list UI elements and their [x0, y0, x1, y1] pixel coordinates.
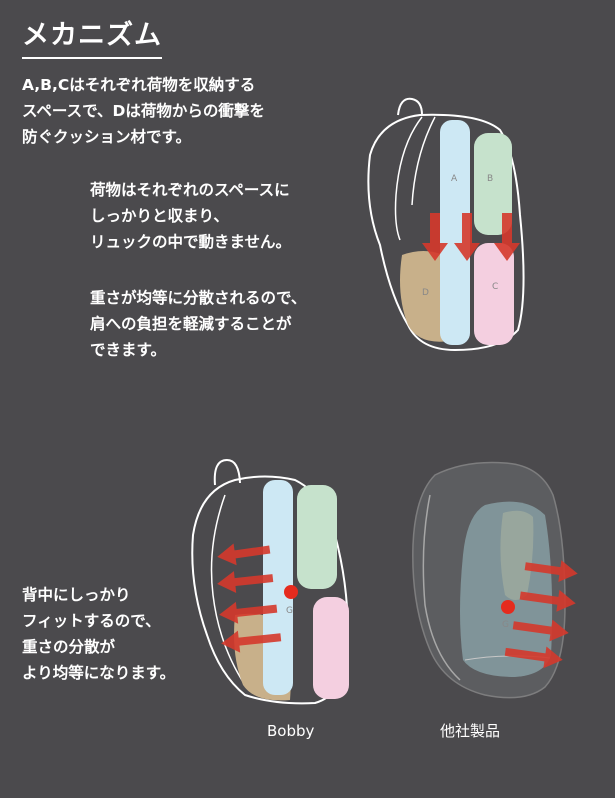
other-backpack-diagram: G [412, 461, 578, 699]
inner-fold [500, 510, 534, 600]
handle-outline [213, 458, 241, 486]
label-a: A [451, 174, 458, 184]
rightward-arrows [504, 560, 578, 669]
handle-outline [397, 97, 423, 116]
compartment-a [440, 120, 470, 345]
intro-line: 防ぐクッション材です。 [22, 128, 191, 146]
label-b: B [487, 174, 493, 184]
backpack-compartments-diagram: A B C D [367, 97, 525, 352]
paragraph-line: 重さの分散が [22, 638, 116, 656]
right-arrow [519, 589, 576, 612]
center-of-gravity-dot [284, 585, 298, 599]
compartment-c [313, 597, 349, 699]
fit-paragraph: 背中にしっかり フィットするので、 重さの分散が より均等になります。 [22, 582, 222, 686]
downward-arrows [422, 213, 520, 261]
intro-text: A,B,Cはそれぞれ荷物を収納する スペースで、Dは荷物からの衝撃を 防ぐクッシ… [22, 72, 322, 150]
weight-paragraph: 重さが均等に分散されるので、 肩への負担を軽減することが できます。 [90, 285, 390, 363]
center-of-gravity-dot [501, 600, 515, 614]
compartment-paragraph: 荷物はそれぞれのスペースに しっかりと収まり、 リュックの中で動きません。 [90, 177, 390, 255]
label-d: D [422, 288, 429, 298]
right-arrow [524, 560, 578, 582]
label-g: G [502, 620, 509, 630]
label-c: C [492, 282, 498, 292]
bobby-backpack-diagram: G [191, 458, 349, 705]
intro-line: A,B,Cはそれぞれ荷物を収納する [22, 76, 256, 94]
paragraph-line: フィットするので、 [22, 612, 161, 630]
strap-outline [210, 494, 246, 686]
caption-bobby: Bobby [267, 722, 315, 740]
paragraph-line: 肩への負担を軽減することが [90, 315, 292, 333]
paragraph-line: 荷物はそれぞれのスペースに [90, 181, 290, 199]
down-arrow [494, 213, 520, 261]
paragraph-line: より均等になります。 [22, 664, 176, 682]
strap-outline [422, 494, 461, 681]
paragraph-line: 背中にしっかり [22, 586, 131, 604]
compartment-b [297, 485, 337, 589]
paragraph-line: リュックの中で動きません。 [90, 233, 292, 251]
label-g: G [286, 606, 293, 616]
paragraph-line: できます。 [90, 341, 166, 359]
strap-outline [394, 116, 423, 241]
caption-other-product: 他社製品 [440, 722, 501, 740]
left-arrow [219, 601, 278, 624]
left-arrow [217, 543, 271, 566]
intro-line: スペースで、Dは荷物からの衝撃を [22, 102, 265, 120]
leftward-arrows [217, 543, 282, 653]
paragraph-line: しっかりと収まり、 [90, 207, 229, 225]
compartment-c [474, 243, 514, 345]
down-arrow [422, 213, 448, 261]
heading-underline [22, 57, 162, 59]
section-heading: メカニズム [22, 20, 162, 51]
down-arrow [454, 213, 480, 261]
left-arrow [217, 571, 274, 593]
right-arrow [504, 646, 563, 669]
compartment-b [474, 133, 512, 235]
right-arrow [512, 619, 569, 642]
left-arrow [221, 630, 282, 653]
strap-outline [411, 116, 436, 206]
paragraph-line: 重さが均等に分散されるので、 [90, 289, 307, 307]
